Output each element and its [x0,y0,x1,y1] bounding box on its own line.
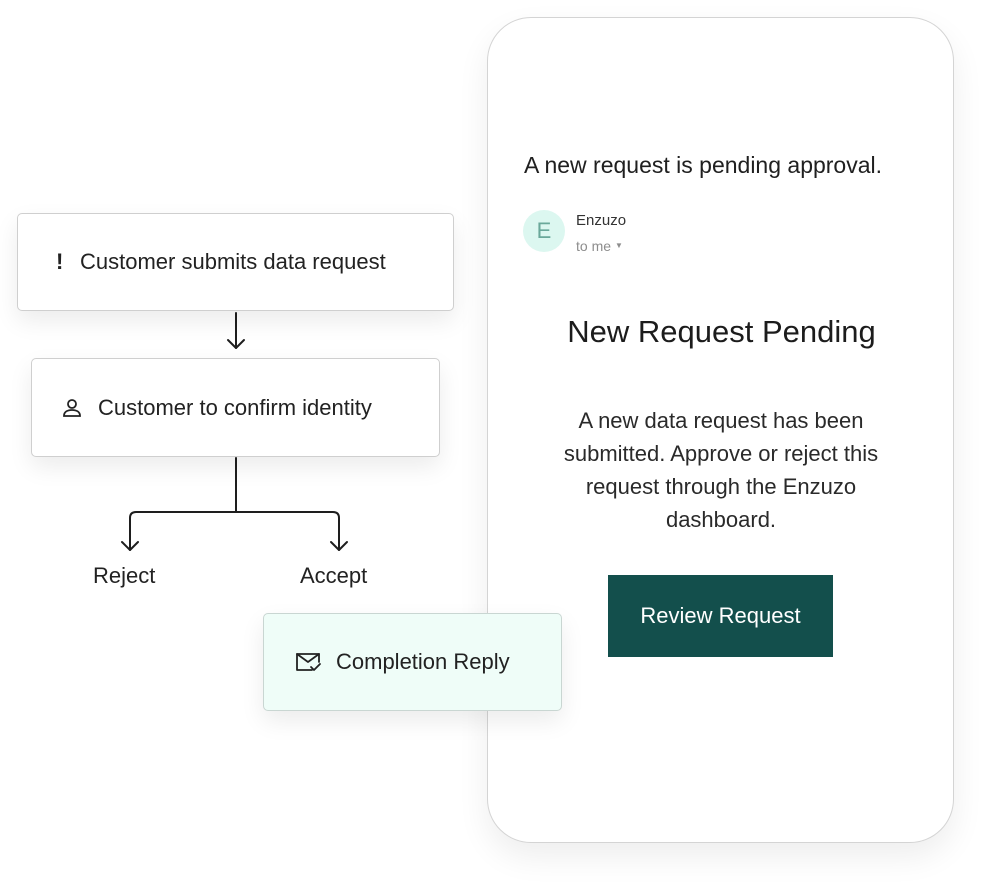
email-heading: New Request Pending [567,314,876,349]
recipient-text: to me [576,238,612,254]
caret-down-icon[interactable]: ▼ [615,241,623,250]
person-icon [60,396,84,420]
arrow-down-icon [330,541,348,551]
step-label: Customer submits data request [80,249,386,274]
sender-name: Enzuzo [576,212,627,229]
mail-check-icon [294,651,322,673]
sender-avatar: E [523,210,565,252]
step-completion-reply: Completion Reply [263,613,562,711]
email-preview-card: A new request is pending approval. E Enz… [487,17,954,843]
email-subject: A new request is pending approval. [524,152,883,178]
branch-accept-label: Accept [300,563,368,588]
branch-reject-label: Reject [93,563,156,588]
review-request-button[interactable]: Review Request [608,575,833,657]
branch-connector [129,511,340,551]
step-confirm-identity: Customer to confirm identity [31,358,440,457]
arrow-down-icon [227,339,245,349]
step-label: Completion Reply [336,649,510,674]
exclamation-icon: ! [56,249,64,274]
arrow-down-icon [121,541,139,551]
step-customer-submits: ! Customer submits data request [17,213,454,311]
email-body: A new data request has been submitted. A… [563,408,879,532]
step-label: Customer to confirm identity [98,394,372,420]
recipient-line[interactable]: to me▼ [576,238,623,254]
